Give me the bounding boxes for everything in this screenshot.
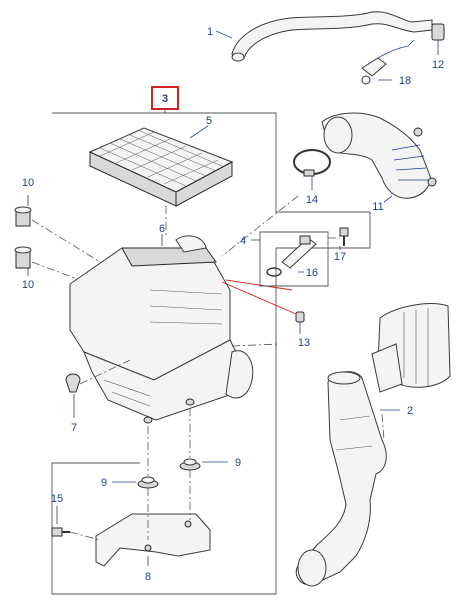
part-11-intake-bellows[interactable]	[321, 112, 437, 199]
part-13-insert[interactable]	[295, 311, 305, 323]
callout-11: 11	[372, 201, 383, 213]
part-9-right-grommet[interactable]	[179, 458, 201, 471]
callout-9-right: 9	[235, 457, 241, 469]
callout-16: 16	[306, 267, 318, 279]
callout-7: 7	[71, 422, 77, 434]
part-10-upper-grommet[interactable]	[14, 206, 32, 227]
callout-5: 5	[206, 115, 212, 127]
callout-10-lower: 10	[22, 279, 34, 291]
part-15-bolt[interactable]	[51, 527, 70, 537]
callout-17: 17	[334, 251, 346, 263]
part-18-sensor[interactable]	[361, 39, 415, 85]
callout-9-left: 9	[101, 477, 107, 489]
part-1-breather-hose[interactable]	[231, 11, 433, 62]
callout-12: 12	[432, 59, 444, 71]
part-17-bolt[interactable]	[339, 227, 349, 246]
part-9-left-grommet[interactable]	[137, 476, 159, 489]
part-14-hose-clamp[interactable]	[293, 149, 331, 177]
part-10-lower-grommet[interactable]	[14, 246, 32, 269]
assembly-4-frame	[259, 231, 329, 287]
callout-2: 2	[407, 405, 413, 417]
part-8-mounting-bracket[interactable]	[95, 513, 211, 567]
part-2-intake-duct[interactable]	[295, 303, 451, 587]
callout-4: 4	[240, 235, 246, 247]
part-7-clip[interactable]	[65, 373, 81, 393]
callout-1: 1	[207, 26, 213, 38]
callout-15: 15	[51, 493, 63, 505]
part-12-connector[interactable]	[431, 23, 445, 41]
callout-14: 14	[306, 194, 318, 206]
part-5-air-filter[interactable]	[88, 127, 234, 207]
callout-10-upper: 10	[22, 177, 34, 189]
callout-13: 13	[298, 337, 310, 349]
part-16-bracket[interactable]	[266, 235, 317, 277]
callout-8: 8	[145, 571, 151, 583]
callout-3: 3	[162, 93, 168, 105]
callout-6: 6	[159, 223, 165, 235]
part-6-air-cleaner-housing[interactable]	[69, 235, 254, 424]
callout-18: 18	[399, 75, 411, 87]
